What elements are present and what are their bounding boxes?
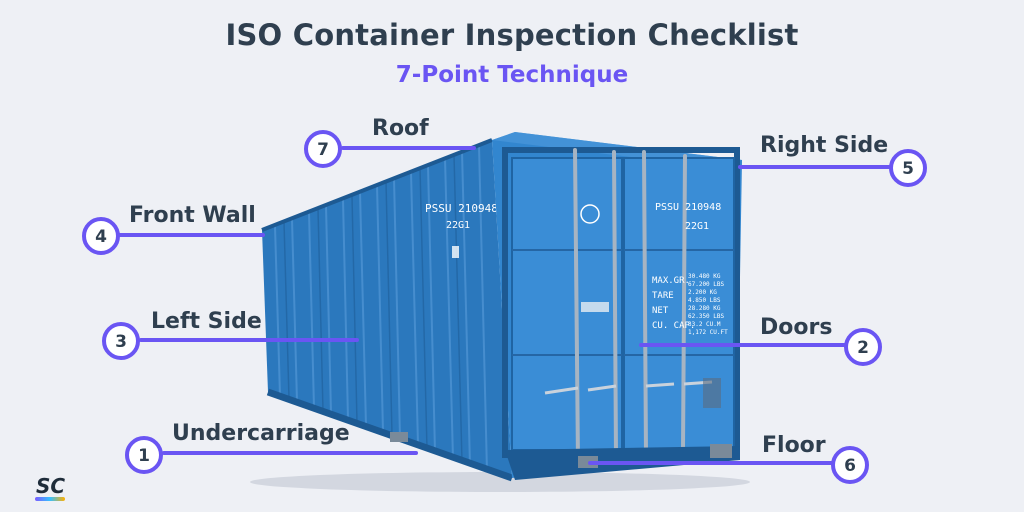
spec-value-tare-alt: 4.850 LBS [688, 297, 721, 304]
callout-label-doors: Doors [760, 315, 833, 340]
callout-number-4: 4 [95, 227, 107, 247]
callout-badge-7: 7 [304, 130, 342, 168]
container-door-end: PSSU 210948 22G1 MAX.GR. TARE NET CU. CA… [390, 132, 742, 480]
callout-badge-5: 5 [889, 149, 927, 187]
spec-value-maxgr-alt: 67.200 LBS [688, 281, 725, 288]
callout-label-floor: Floor [762, 433, 826, 458]
callout-label-roof: Roof [372, 116, 429, 141]
callout-badge-2: 2 [844, 328, 882, 366]
side-marking-type: 22G1 [446, 220, 470, 231]
callout-number-5: 5 [902, 159, 914, 179]
callout-label-front-wall: Front Wall [129, 203, 256, 228]
callout-number-6: 6 [844, 456, 856, 476]
callout-badge-6: 6 [831, 446, 869, 484]
locking-bars [573, 148, 687, 464]
spec-label-cucap: CU. CAP. [652, 321, 695, 331]
spec-value-net: 28.280 KG [688, 305, 721, 312]
callout-label-undercarriage: Undercarriage [172, 421, 350, 446]
side-marking-number: PSSU 210948 [425, 202, 498, 215]
spec-label-tare: TARE [652, 291, 674, 301]
brand-logo-underline [35, 497, 65, 501]
callout-badge-1: 1 [125, 436, 163, 474]
page-title: ISO Container Inspection Checklist [225, 18, 799, 52]
callout-number-3: 3 [115, 332, 127, 352]
callout-number-1: 1 [138, 446, 150, 466]
spec-value-net-alt: 62.350 LBS [688, 313, 725, 320]
callout-label-left-side: Left Side [151, 309, 262, 334]
container-left-side: PSSU 210948 22G1 [261, 138, 514, 482]
callout-badge-4: 4 [82, 217, 120, 255]
door-marking-type: 22G1 [685, 221, 709, 232]
brand-logo: SC [36, 474, 66, 498]
vent-grille [703, 378, 721, 408]
callout-lines [117, 146, 892, 465]
callout-number-2: 2 [857, 338, 869, 358]
spec-label-net: NET [652, 306, 669, 316]
callout-number-7: 7 [317, 140, 329, 160]
spec-value-tare: 2.200 KG [688, 289, 717, 296]
callout-badge-3: 3 [102, 322, 140, 360]
spec-value-maxgr: 30.480 KG [688, 273, 721, 280]
callout-label-right-side: Right Side [760, 133, 889, 158]
spec-value-cucap: 33.2 CU.M [688, 321, 721, 328]
page-subtitle: 7-Point Technique [395, 62, 629, 88]
door-marking-number: PSSU 210948 [655, 202, 721, 213]
spec-label-maxgr: MAX.GR. [652, 276, 690, 286]
container-shadow [250, 472, 750, 492]
spec-value-cucap-alt: 1,172 CU.FT [688, 329, 728, 336]
callout-badges: 1 2 3 4 5 6 7 [82, 130, 927, 484]
